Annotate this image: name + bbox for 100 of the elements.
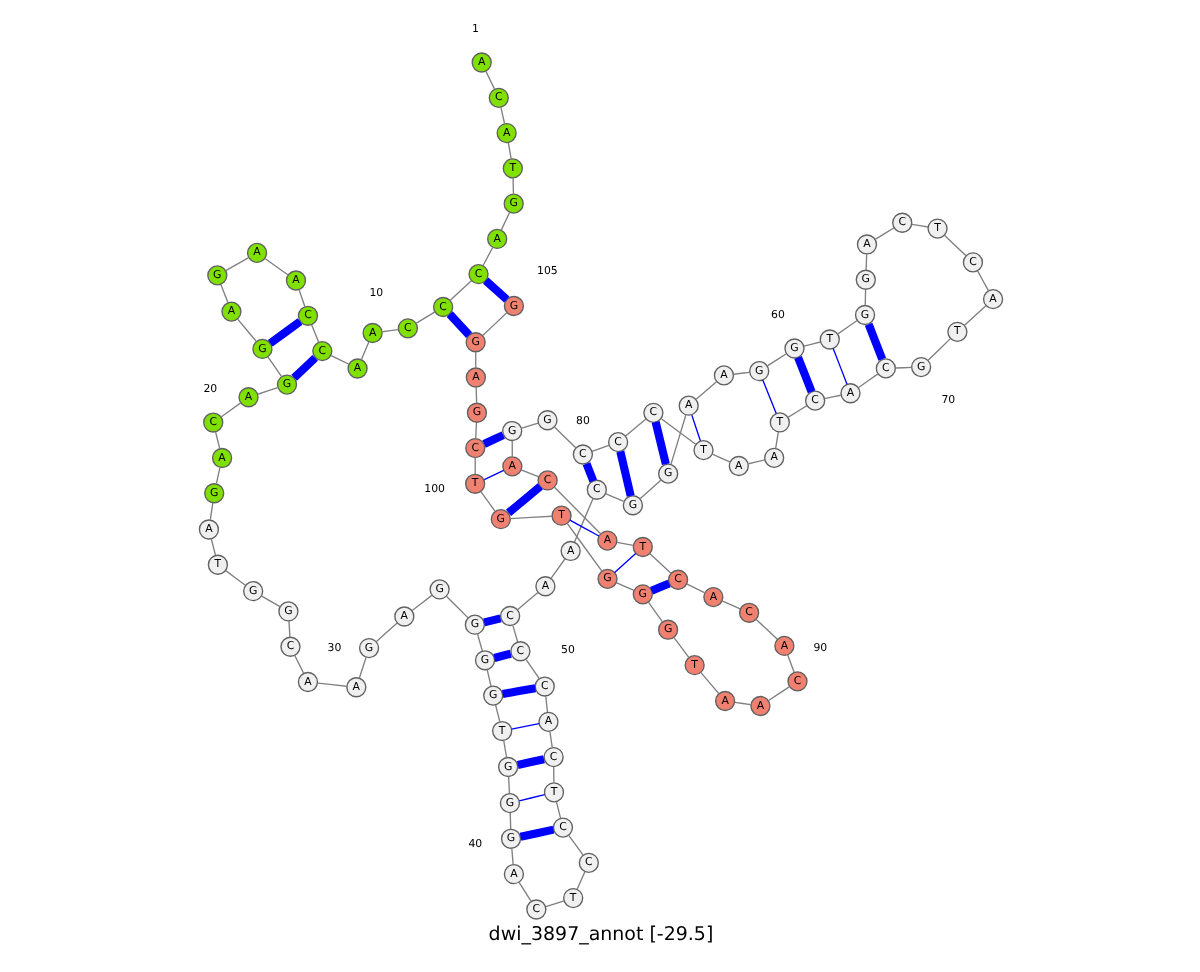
connector [524,658,539,680]
connector [623,418,646,437]
connector [506,142,511,160]
connector [567,834,583,856]
connector [380,328,398,333]
connector [646,601,663,623]
connector [492,649,511,662]
connector [873,227,894,241]
connector [475,633,483,652]
connector [568,519,599,537]
connector [548,731,552,749]
connector [690,414,701,442]
connector [263,257,288,276]
connector [786,405,807,419]
connector [499,106,505,125]
connector [519,469,538,478]
connector [926,337,951,361]
connector [856,373,878,389]
connector [236,318,256,343]
connector [473,456,475,475]
connector [414,311,435,325]
connector [290,354,317,381]
connector [710,453,730,463]
connector [509,723,539,730]
connector [733,701,751,706]
diagram-title: dwi_3897_annot [-29.5] [487,923,713,946]
connector [793,356,815,394]
connector [219,283,228,304]
connector [684,583,705,594]
connector [518,825,554,841]
connector [552,486,601,535]
connector [590,444,609,452]
connector [603,492,624,502]
connector [502,739,507,758]
connector [615,541,634,546]
connector [660,418,696,445]
connector [374,622,397,643]
connector [287,620,290,638]
connector [552,766,554,784]
connector [835,319,857,335]
connector [766,686,789,702]
connector [615,450,634,497]
connector [943,234,966,257]
connector [754,618,777,640]
connector [214,466,220,485]
connector [510,847,513,865]
connector [316,682,347,687]
connector [310,324,319,343]
connector [699,671,719,695]
connector [765,353,787,367]
connector [448,280,472,302]
connector [648,552,671,574]
connector [359,341,369,361]
connector [260,595,280,608]
connector [802,341,820,347]
connector [831,347,847,385]
connector [504,483,542,516]
connector [213,431,220,450]
connector [553,426,576,449]
connector [975,270,989,292]
connector [761,379,776,415]
connector [575,870,585,890]
connector [669,414,686,465]
connector [481,431,504,448]
connector [572,498,593,543]
connector [293,654,304,674]
connector [511,177,514,195]
connector [256,386,278,395]
connector [499,211,510,231]
connector [224,256,249,272]
connector [894,366,912,369]
connector [517,793,545,802]
connector [445,311,472,338]
connector [297,288,305,308]
connector [962,305,986,326]
connector [519,422,538,429]
connector [863,322,886,361]
connector [614,582,634,592]
connector [544,695,548,713]
connector [731,371,749,375]
connector [549,558,565,580]
connector [219,402,241,418]
connector [479,490,495,512]
connector [474,422,477,440]
connector [511,624,518,643]
connector [786,654,794,673]
connector [481,246,493,267]
connector [508,515,552,520]
connector [482,614,501,627]
connector [266,356,282,378]
connector [481,277,509,303]
connector [822,394,841,400]
connector [910,223,928,228]
connector [774,431,778,450]
connector [554,801,561,819]
connector [357,656,366,679]
connector [506,775,510,794]
connector [694,381,717,400]
connector [565,522,602,572]
connector [485,668,491,687]
